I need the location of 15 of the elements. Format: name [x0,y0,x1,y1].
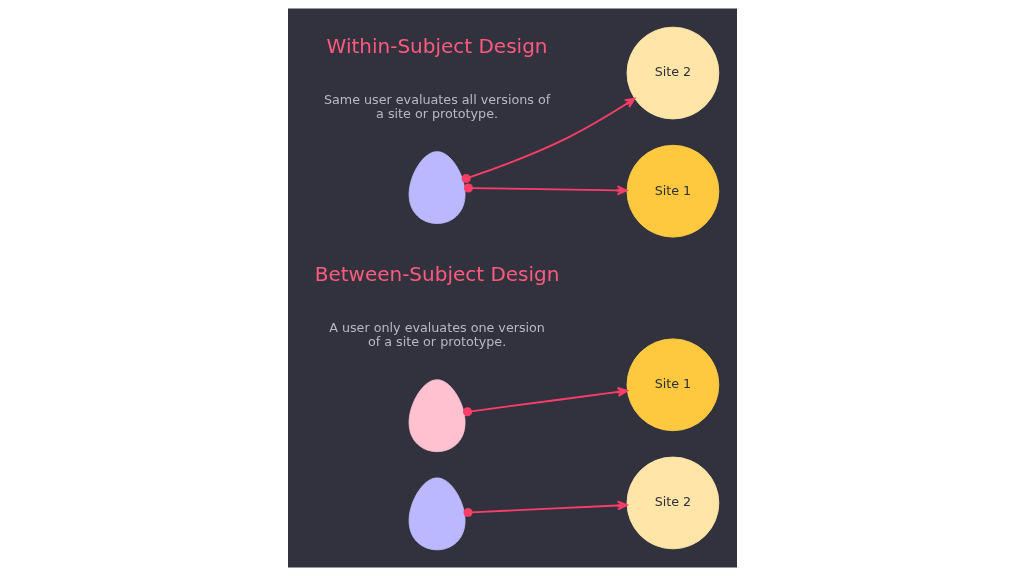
node-person [408,477,465,551]
arrow [462,386,628,417]
node-circle: Site 1 [626,144,719,238]
node-person [408,379,465,453]
node-circle: Site 1 [626,338,719,432]
node-person [408,151,465,224]
label: Same user evaluates all versions of a site or prototype. [323,92,550,121]
label: Between-Subject Design [314,261,559,286]
node-circle: Site 2 [626,26,719,120]
arrow [462,500,628,517]
label: A user only evaluates one version of a site or prototype. [328,320,545,349]
arrow [461,97,636,183]
node-circle: Site 2 [626,456,719,550]
label: Within-Subject Design [326,33,547,58]
arrow [463,183,628,196]
